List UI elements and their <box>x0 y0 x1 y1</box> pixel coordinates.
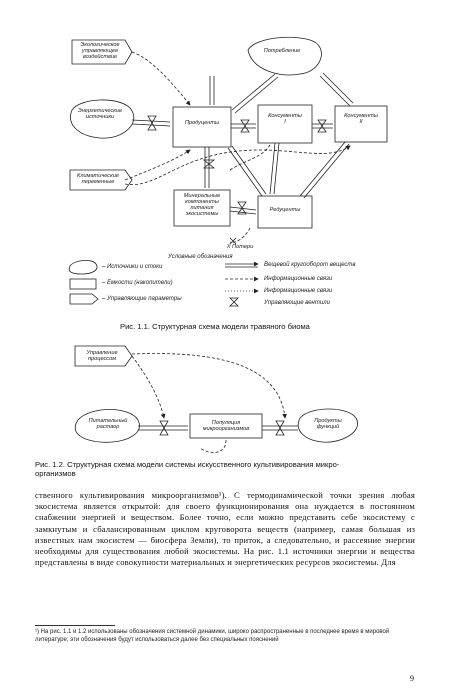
box-climatic: Климатические переменные <box>77 173 119 185</box>
figure-2-caption: Рис. 1.2. Структурная схема модели систе… <box>35 460 340 478</box>
box-consumers-1: Консументы I <box>268 113 302 125</box>
legend-title: Условные обозначения <box>168 254 233 260</box>
footnote-rule <box>35 625 115 626</box>
legend-item: – Управляющие параметры <box>102 296 182 302</box>
box-mineral: Минеральные компоненты питания экосистем… <box>183 193 221 217</box>
figure-1-caption: Рис. 1.1. Структурная схема модели травя… <box>120 322 310 331</box>
box-energy-sources: Энергетические источники <box>77 108 123 120</box>
box-reducers: Редуценты <box>269 207 301 213</box>
producers-box <box>172 106 232 148</box>
legend-item: – Источники и стоки <box>102 264 163 270</box>
box-population: Популяция микроорганизмов <box>202 420 250 432</box>
box-nutrient: Питательный раствор <box>88 418 128 430</box>
box-consumers-2: Консументы II <box>344 113 378 125</box>
label-outflow: Х Потери <box>226 244 254 250</box>
legend-item: Информационные связи <box>264 276 333 282</box>
box-control: Управление процессом <box>86 350 118 362</box>
box-producers: Продуценты <box>184 120 220 126</box>
box-product: Продукты функций <box>314 418 342 430</box>
control-param-shape <box>71 39 133 65</box>
box-env-control: Экологическое управляющее воздействие <box>80 42 120 60</box>
page-number: 9 <box>410 674 414 683</box>
legend-item: Вещевой кругооборот веществ <box>264 262 356 268</box>
sink-consumption-shape <box>247 36 322 76</box>
legend-item: Управляющие вентили <box>264 300 330 306</box>
legend-item: – Емкости (накопители) <box>102 280 173 286</box>
legend-item: Информационные связи <box>264 288 333 294</box>
box-consumption: Потребление <box>263 48 301 54</box>
footnote: ¹) На рис. 1.1 и 1.2 использованы обозна… <box>35 629 390 643</box>
body-text: ственного культивирования микроорганизмо… <box>35 490 415 568</box>
